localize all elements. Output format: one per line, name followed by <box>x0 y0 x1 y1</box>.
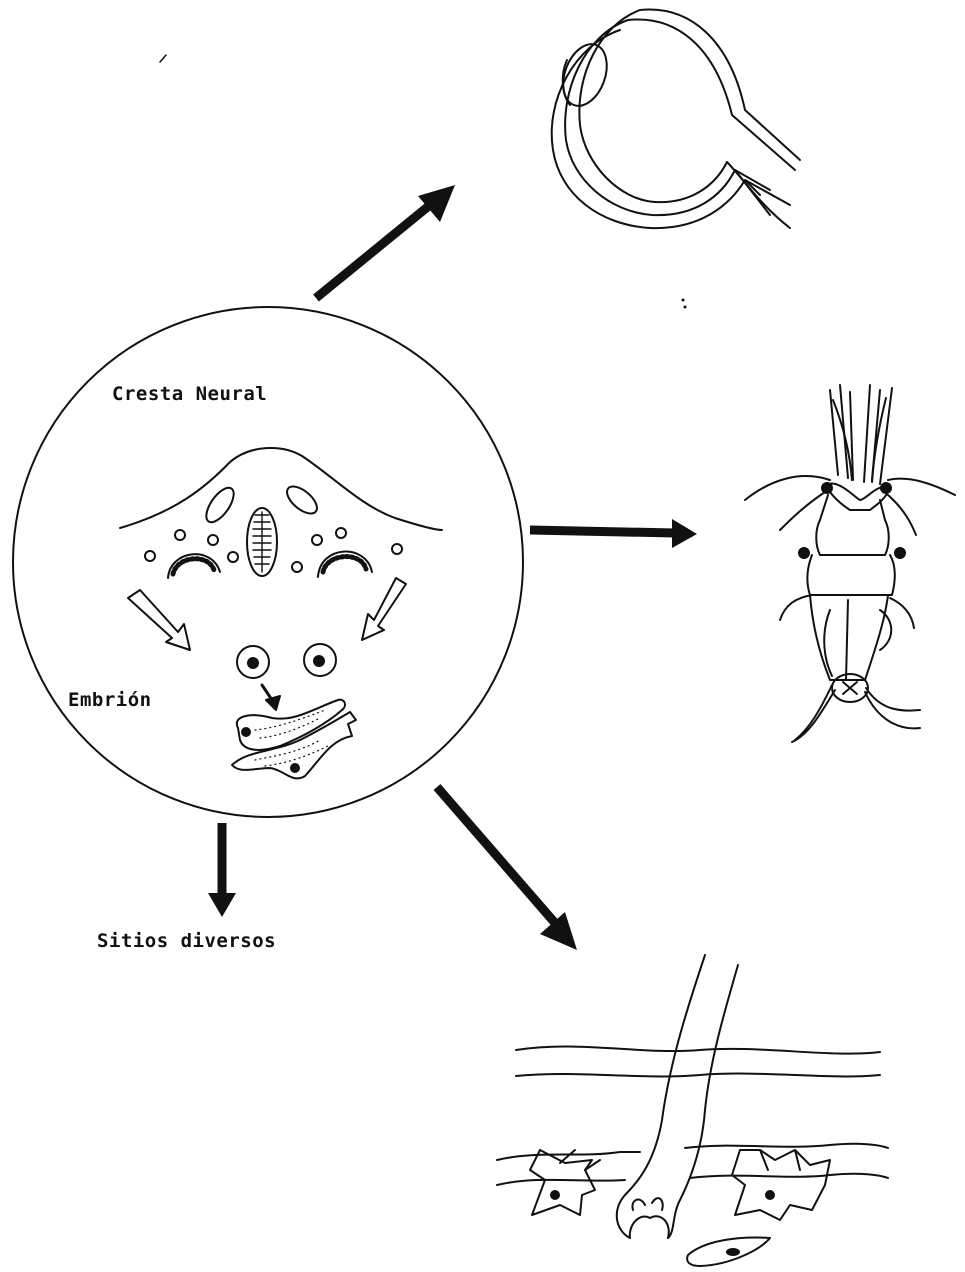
cell-dot <box>292 562 302 572</box>
melanocyte <box>732 1150 830 1220</box>
cell-dot <box>392 544 402 554</box>
embryo-circle <box>13 307 523 817</box>
speck <box>160 55 166 62</box>
arrow-to-fish-head <box>672 519 697 548</box>
somite-left <box>201 483 239 526</box>
cell-dot <box>208 535 218 545</box>
cell-dot <box>175 530 185 540</box>
skin-drawing <box>497 955 888 1266</box>
somite-right <box>282 482 321 519</box>
small-arrow-head <box>266 696 280 710</box>
hollow-arrow-left <box>128 590 190 650</box>
cell-dot <box>312 535 322 545</box>
cell-nucleus <box>314 656 324 666</box>
arrow-down-head <box>208 893 236 917</box>
cell-stipple <box>255 710 330 766</box>
cell-dot <box>228 552 238 562</box>
ganglion-left-inner <box>173 559 214 574</box>
cell-nucleus <box>242 728 250 736</box>
cell-nucleus <box>248 658 258 668</box>
arrow-to-eye <box>316 205 430 298</box>
neural-tube-outline <box>120 448 442 530</box>
arrow-to-fish <box>530 530 675 533</box>
arrow-to-skin <box>437 787 555 923</box>
ganglion-right-inner <box>323 557 366 572</box>
arrow-to-eye-head <box>418 185 455 222</box>
cell-dot <box>145 551 155 561</box>
fish-head-drawing <box>745 385 955 742</box>
speck <box>684 306 687 309</box>
diverse-sites-label: Sitios diversos <box>97 930 276 952</box>
embryo-label: Embrión <box>68 689 152 711</box>
central-canal-inner <box>253 512 271 572</box>
cell-dot <box>336 528 346 538</box>
cell-nucleus <box>291 764 299 772</box>
speck <box>682 299 685 302</box>
eye-drawing <box>552 10 800 229</box>
hollow-arrow-right <box>362 578 406 640</box>
neural-crest-label: Cresta Neural <box>112 383 267 405</box>
